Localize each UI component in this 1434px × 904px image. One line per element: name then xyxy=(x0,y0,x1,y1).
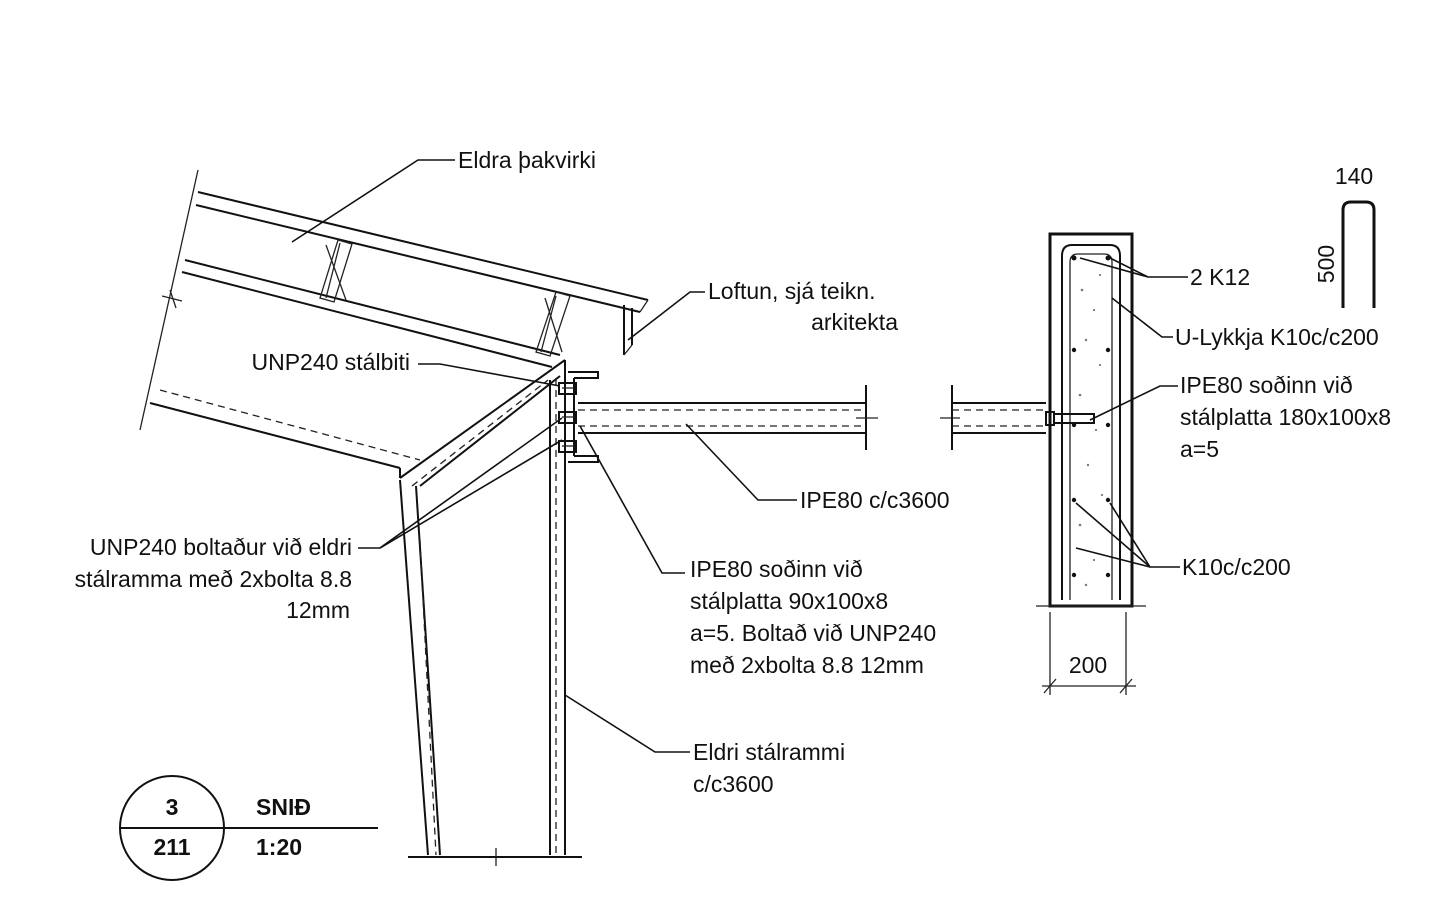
unp240-connection xyxy=(558,371,599,463)
label-rebar-k10: K10c/c200 xyxy=(1182,554,1291,580)
label-unp-beam: UNP240 stálbiti xyxy=(251,349,410,375)
label-ipe-spacing: IPE80 c/c3600 xyxy=(800,487,950,513)
label-roof-truss: Eldra þakvirki xyxy=(458,147,596,173)
label-unp-bolted-1: UNP240 boltaður við eldri xyxy=(90,534,352,560)
label-unp-bolted-2: stálramma með 2xbolta 8.8 xyxy=(75,566,352,592)
label-ipe-plate-2: stálplatta 180x100x8 xyxy=(1180,404,1391,430)
old-steel-frame xyxy=(149,359,582,866)
title-block-title: SNIÐ xyxy=(256,794,311,820)
label-ipe-welded-3: a=5. Boltað við UNP240 xyxy=(690,620,936,646)
old-roof-truss xyxy=(139,169,649,431)
dim-loop-width-label: 140 xyxy=(1335,163,1373,189)
label-ipe-welded-4: með 2xbolta 8.8 12mm xyxy=(690,652,924,678)
dim-width-label: 200 xyxy=(1069,652,1107,678)
ipe80-beam xyxy=(578,385,1046,450)
dimension-200: 200 xyxy=(1042,612,1136,695)
label-ventilation-2: arkitekta xyxy=(811,309,898,335)
concrete-hatch xyxy=(1078,273,1104,587)
annotations: Eldra þakvirki Loftun, sjá teikn. arkite… xyxy=(75,147,1391,797)
label-old-frame-2: c/c3600 xyxy=(693,771,774,797)
label-unp-bolted-3: 12mm xyxy=(286,597,350,623)
rebar-dots xyxy=(1071,255,1111,578)
label-ipe-plate-3: a=5 xyxy=(1180,436,1219,462)
sheet-number: 211 xyxy=(153,834,190,860)
bolt-icon xyxy=(558,440,577,453)
concrete-wall-section: 200 xyxy=(1036,232,1146,695)
dim-loop-height-label: 500 xyxy=(1313,245,1339,283)
leader-lines xyxy=(291,159,1188,753)
label-u-loop: U-Lykkja K10c/c200 xyxy=(1175,324,1379,350)
u-loop-detail: 140 500 xyxy=(1313,163,1376,308)
bolt-icon xyxy=(558,382,577,395)
label-ipe-plate-1: IPE80 soðinn við xyxy=(1180,372,1353,398)
label-ventilation-1: Loftun, sjá teikn. xyxy=(708,278,876,304)
label-ipe-welded-2: stálplatta 90x100x8 xyxy=(690,588,888,614)
bolt-icon xyxy=(558,411,577,424)
label-rebar-top: 2 K12 xyxy=(1190,264,1250,290)
label-old-frame-1: Eldri stálrammi xyxy=(693,739,845,765)
title-block-scale: 1:20 xyxy=(256,834,302,860)
label-ipe-welded-1: IPE80 soðinn við xyxy=(690,556,863,582)
title-block: 3 211 SNIÐ 1:20 xyxy=(119,775,378,881)
detail-number: 3 xyxy=(166,794,179,820)
